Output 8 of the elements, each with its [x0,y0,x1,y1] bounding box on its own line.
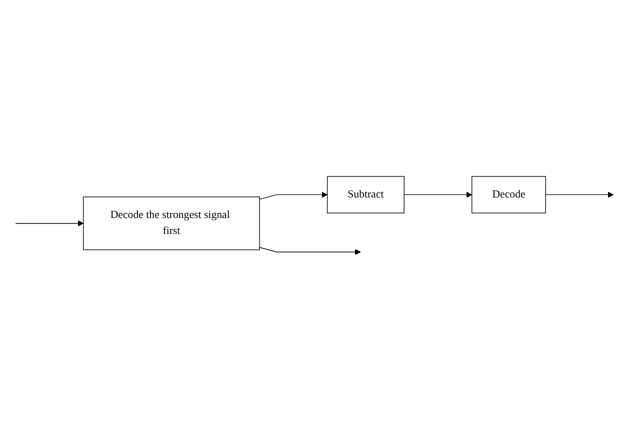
arrow [259,247,361,256]
process-box: Decode [472,176,546,214]
arrow [545,192,614,198]
process-box: Subtract [326,176,404,214]
arrow [15,220,84,227]
arrow [259,192,328,200]
arrow [404,192,472,198]
process-box: Decode the strongest signal first [83,196,260,250]
